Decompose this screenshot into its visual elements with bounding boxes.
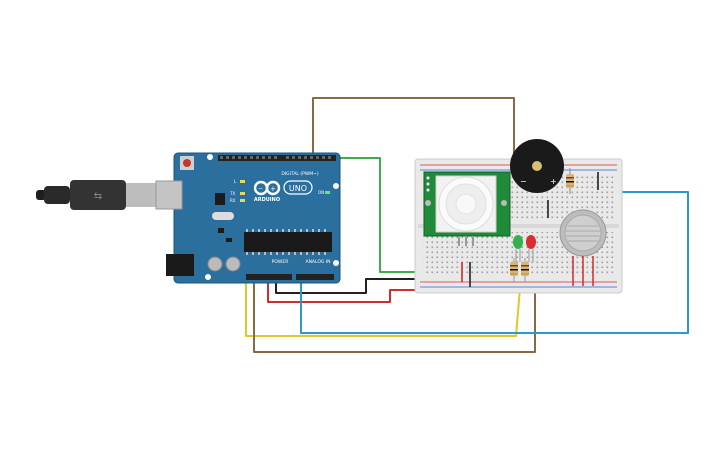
wire-red-5v[interactable] bbox=[267, 277, 419, 303]
usb-jack bbox=[155, 180, 183, 210]
digital-label: DIGITAL (PWM~) bbox=[281, 171, 319, 177]
capacitor bbox=[207, 256, 223, 272]
resistor-led-1[interactable] bbox=[510, 258, 518, 282]
brand-label: ARDUINO bbox=[254, 197, 280, 203]
buzzer-minus-label: − bbox=[520, 177, 527, 186]
resistor-led-2[interactable] bbox=[521, 258, 529, 282]
wire-black-gnd[interactable] bbox=[275, 277, 419, 294]
usb-cable: ⇆ bbox=[36, 180, 156, 210]
crystal bbox=[212, 212, 234, 220]
svg-text:+: + bbox=[270, 185, 276, 193]
led-red[interactable] bbox=[526, 235, 536, 262]
svg-text:−: − bbox=[258, 185, 263, 192]
usb-chip bbox=[215, 193, 225, 205]
power-jack bbox=[166, 254, 194, 276]
l-label: L bbox=[234, 179, 237, 184]
power-header[interactable] bbox=[246, 274, 292, 280]
pir-sensor[interactable] bbox=[423, 171, 511, 246]
breadboard-jumpers bbox=[461, 172, 599, 287]
atmega-chip bbox=[244, 232, 332, 252]
capacitor bbox=[225, 256, 241, 272]
uno-badge bbox=[283, 180, 313, 195]
piezo-buzzer[interactable]: − + bbox=[510, 139, 564, 193]
analog-header[interactable] bbox=[296, 274, 334, 280]
model-label: UNO bbox=[289, 184, 307, 193]
wire-brown-top[interactable] bbox=[312, 97, 515, 159]
buzzer-plus-label: + bbox=[550, 177, 557, 186]
on-label: ON bbox=[318, 190, 324, 195]
tx-label: TX bbox=[229, 191, 235, 196]
power-label: POWER bbox=[272, 259, 289, 265]
analog-label: ANALOG IN bbox=[305, 259, 330, 265]
arduino-logo bbox=[253, 180, 281, 196]
arduino-uno[interactable]: DIGITAL (PWM~) L TX RX − + UNO ARDUINO O… bbox=[155, 152, 341, 284]
resistor-top[interactable] bbox=[566, 168, 574, 194]
led-green[interactable] bbox=[513, 235, 523, 262]
rx-label: RX bbox=[230, 198, 236, 203]
wire-blue-analog[interactable] bbox=[300, 191, 689, 334]
gas-sensor[interactable] bbox=[559, 209, 607, 286]
usb-icon: ⇆ bbox=[94, 191, 102, 202]
